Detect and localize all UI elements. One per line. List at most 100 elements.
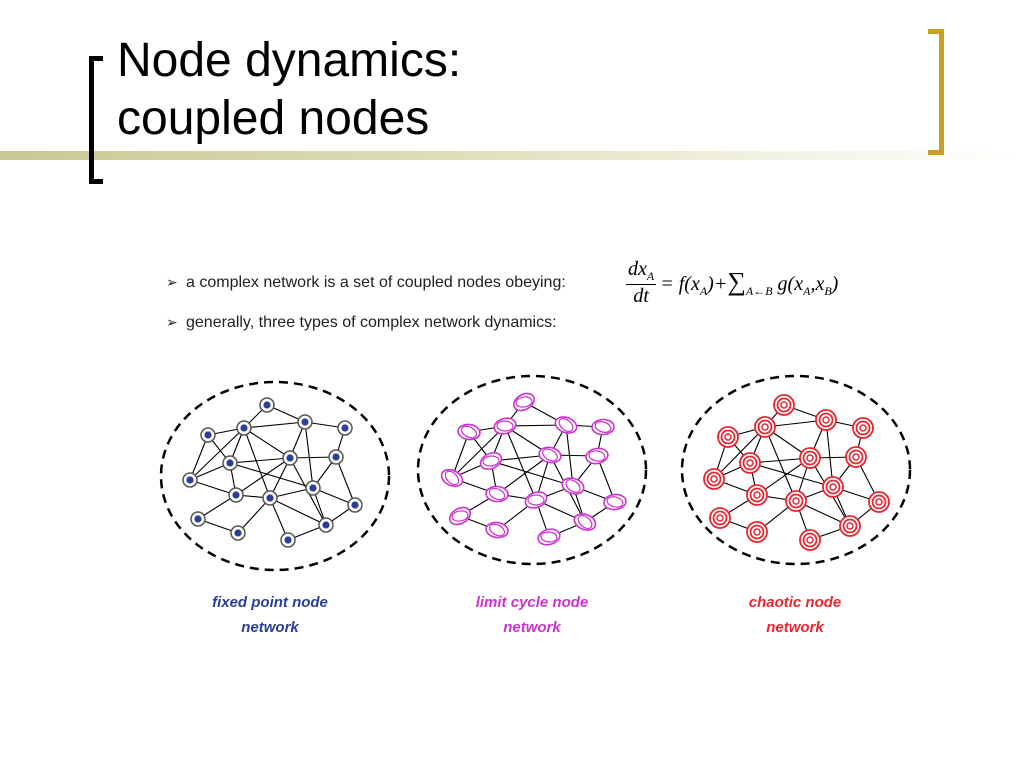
node-ring-inner xyxy=(753,491,761,499)
network-boundary xyxy=(416,374,648,566)
node-ring-inner xyxy=(724,433,732,441)
network-link xyxy=(189,427,245,481)
network-node xyxy=(228,487,244,503)
node-dot xyxy=(226,459,234,467)
node-ring-inner xyxy=(710,475,718,483)
node-ring-inner xyxy=(829,483,837,491)
node-orbit-inner xyxy=(606,496,624,508)
node-ring-inner xyxy=(875,498,883,506)
node-orbit-inner xyxy=(588,450,606,462)
node-orbit-outer xyxy=(561,477,585,495)
node-dot xyxy=(186,476,194,484)
network-link xyxy=(749,462,834,488)
network-node xyxy=(236,420,252,436)
sigma-symbol: ∑ xyxy=(727,267,746,296)
network-node xyxy=(603,493,627,511)
network-link xyxy=(229,457,291,464)
network-node xyxy=(739,452,761,474)
network-node xyxy=(262,490,278,506)
node-ring-middle xyxy=(776,397,792,413)
network-link xyxy=(304,421,314,489)
node-ring-middle xyxy=(871,494,887,510)
equation-denominator: dt xyxy=(633,285,649,307)
node-dot xyxy=(266,494,274,502)
node-orbit-inner xyxy=(594,421,612,433)
network-node xyxy=(448,506,472,526)
network-node xyxy=(746,484,768,506)
network-node xyxy=(190,511,206,527)
network-link xyxy=(825,419,834,488)
node-orbit-inner xyxy=(496,420,514,432)
node-orbit-inner xyxy=(482,455,500,467)
node-orbit-outer xyxy=(512,392,536,412)
equation-rhs: = f(xA)+∑A←B g(xA,xB) xyxy=(660,267,839,298)
left-bracket-decoration xyxy=(89,56,103,184)
network-limit-cycle xyxy=(416,374,648,566)
network-node xyxy=(200,427,216,443)
network-link xyxy=(496,454,551,495)
node-ring-inner xyxy=(753,528,761,536)
equation-numerator: dxA xyxy=(626,258,657,285)
network-link xyxy=(237,497,271,534)
right-bracket-decoration xyxy=(928,29,944,155)
node-ring-inner xyxy=(792,497,800,505)
node-orbit-inner xyxy=(542,448,558,462)
node-orbit-inner xyxy=(488,487,506,501)
node-dot xyxy=(240,424,248,432)
network-node xyxy=(717,426,739,448)
network-node xyxy=(703,468,725,490)
network-node xyxy=(524,491,548,509)
node-orbit-outer xyxy=(537,528,561,546)
node-orbit-outer xyxy=(485,485,509,503)
network-node xyxy=(785,490,807,512)
node-ring-middle xyxy=(802,450,818,466)
network-link xyxy=(713,426,766,480)
node-orbit-outer xyxy=(440,468,464,488)
node-ring-middle xyxy=(712,510,728,526)
bullet-item: ➢generally, three types of complex netwo… xyxy=(166,314,557,332)
node-dot xyxy=(263,401,271,409)
node-orbit-outer xyxy=(479,451,503,471)
network-node xyxy=(280,532,296,548)
network-node xyxy=(773,394,795,416)
node-ring-inner xyxy=(761,423,769,431)
node-orbit-inner xyxy=(558,417,574,433)
network-node xyxy=(868,491,890,513)
slide-title: Node dynamics: coupled nodes xyxy=(117,32,461,148)
node-ring-middle xyxy=(749,487,765,503)
caption-limit-cycle-network: limit cycle node network xyxy=(475,594,589,636)
network-node xyxy=(585,447,609,465)
node-orbit-outer xyxy=(573,513,597,531)
node-dot xyxy=(341,424,349,432)
node-orbit-inner xyxy=(540,531,558,543)
node-orbit-outer xyxy=(485,521,509,539)
network-node xyxy=(845,446,867,468)
node-ring-inner xyxy=(780,401,788,409)
bullet-text: generally, three types of complex networ… xyxy=(186,314,557,331)
network-node xyxy=(485,485,509,503)
network-node xyxy=(852,417,874,439)
node-orbit-inner xyxy=(444,470,460,486)
network-node xyxy=(305,480,321,496)
node-ring-middle xyxy=(855,420,871,436)
network-link xyxy=(335,456,356,506)
network-node xyxy=(512,392,536,412)
network-node xyxy=(328,449,344,465)
network-node xyxy=(554,416,578,434)
node-orbit-outer xyxy=(457,423,481,441)
network-node xyxy=(709,507,731,529)
slide-title-line2: coupled nodes xyxy=(117,92,430,145)
network-boundary xyxy=(159,380,391,572)
node-ring-inner xyxy=(859,424,867,432)
node-orbit-outer xyxy=(493,417,517,435)
network-link xyxy=(764,426,797,502)
network-node xyxy=(822,476,844,498)
node-ring-middle xyxy=(818,412,834,428)
node-ring-middle xyxy=(706,471,722,487)
equation-fraction: dxA dt xyxy=(626,258,657,308)
node-orbit-outer xyxy=(448,506,472,526)
dynamics-equation: dxA dt = f(xA)+∑A←B g(xA,xB) xyxy=(626,258,838,308)
network-link xyxy=(490,460,574,487)
network-node xyxy=(746,521,768,543)
node-ring-inner xyxy=(846,522,854,530)
